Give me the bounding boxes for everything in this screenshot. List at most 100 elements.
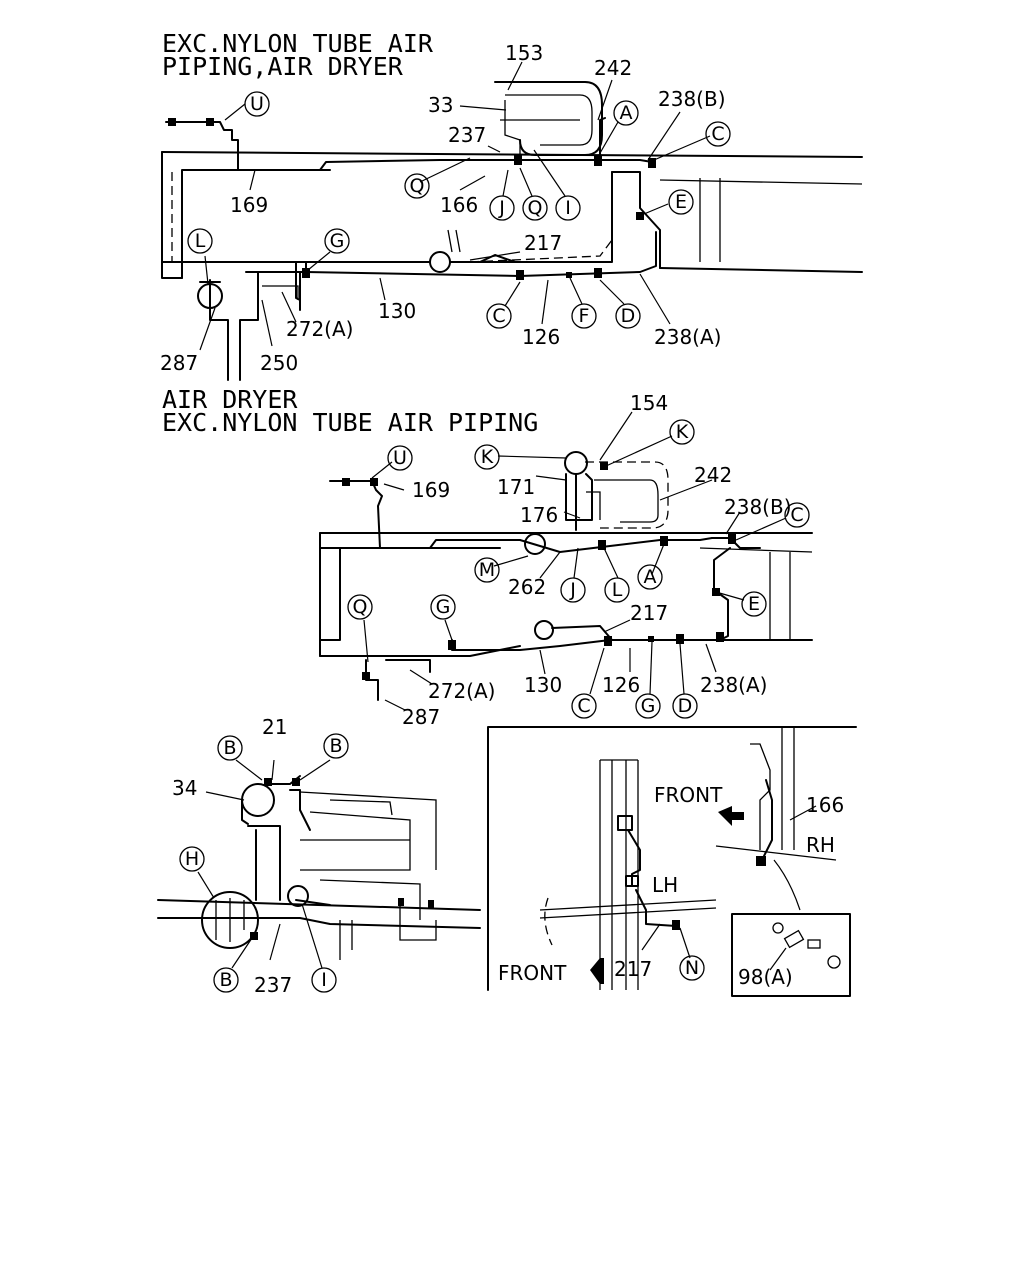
svg-text:H: H: [185, 848, 199, 870]
svg-text:A: A: [644, 566, 657, 588]
mid-label-287: 287: [402, 705, 440, 729]
top-callout-l: L: [187, 228, 213, 254]
top-callout-a: A: [613, 100, 639, 126]
top-label-287: 287: [160, 351, 198, 375]
svg-text:U: U: [393, 447, 407, 469]
top-label-272a: 272(A): [286, 317, 353, 341]
top-callout-e: E: [668, 189, 694, 215]
svg-text:L: L: [195, 230, 206, 252]
top-label-250: 250: [260, 351, 298, 375]
svg-text:D: D: [621, 305, 636, 327]
svg-text:M: M: [479, 559, 495, 581]
mid-label-238a: 238(A): [700, 673, 767, 697]
top-callout-c-upper: C: [705, 121, 731, 147]
svg-text:A: A: [620, 102, 633, 124]
svg-text:G: G: [641, 695, 656, 717]
top-heading-line2: PIPING,AIR DRYER: [162, 52, 404, 81]
front-arrow-upper-icon: [718, 806, 744, 826]
top-label-217: 217: [524, 231, 562, 255]
svg-text:J: J: [498, 197, 505, 219]
mid-label-130: 130: [524, 673, 562, 697]
mid-callout-k-left: K: [474, 444, 500, 470]
svg-text:C: C: [790, 504, 803, 526]
inset-label-166: 166: [806, 793, 844, 817]
svg-text:K: K: [676, 421, 689, 443]
bl-callout-b-bottom: B: [213, 967, 239, 993]
svg-text:B: B: [223, 737, 236, 759]
mid-heading-line2: EXC.NYLON TUBE AIR PIPING: [162, 408, 538, 437]
bl-callout-i: I: [311, 967, 337, 993]
svg-text:K: K: [481, 446, 494, 468]
mid-callout-g-right: G: [635, 693, 661, 719]
svg-text:I: I: [565, 197, 571, 219]
mid-heading-line1: AIR DRYER: [162, 385, 298, 414]
top-label-237: 237: [448, 123, 486, 147]
svg-text:I: I: [321, 969, 327, 991]
svg-text:Q: Q: [353, 596, 368, 618]
mid-label-262: 262: [508, 575, 546, 599]
top-callout-f: F: [571, 303, 597, 329]
svg-text:C: C: [492, 305, 505, 327]
top-label-242: 242: [594, 56, 632, 80]
top-callout-g: G: [324, 228, 350, 254]
inset-view: FRONT FRONT LH RH 166 217 98(A) N: [487, 726, 857, 997]
mid-callout-l: L: [604, 577, 630, 603]
svg-text:N: N: [685, 957, 699, 979]
svg-text:U: U: [250, 93, 264, 115]
svg-text:G: G: [330, 230, 345, 252]
bl-label-34: 34: [172, 776, 197, 800]
top-callout-u: U: [244, 91, 270, 117]
inset-label-217: 217: [614, 957, 652, 981]
svg-text:J: J: [569, 579, 576, 601]
mid-label-171: 171: [497, 475, 535, 499]
top-label-153: 153: [505, 41, 543, 65]
inset-callout-n: N: [679, 955, 705, 981]
top-label-166: 166: [440, 193, 478, 217]
svg-text:D: D: [678, 695, 693, 717]
mid-callout-k-right: K: [669, 419, 695, 445]
mid-label-126: 126: [602, 673, 640, 697]
mid-callout-g-left: G: [430, 594, 456, 620]
mid-callout-j: J: [560, 577, 586, 603]
svg-text:E: E: [675, 191, 687, 213]
svg-text:Q: Q: [528, 197, 543, 219]
top-callout-d: D: [615, 303, 641, 329]
svg-text:L: L: [612, 579, 623, 601]
top-label-130: 130: [378, 299, 416, 323]
svg-text:F: F: [579, 305, 590, 327]
mid-label-217: 217: [630, 601, 668, 625]
bl-label-237: 237: [254, 973, 292, 997]
mid-callout-m: M: [474, 557, 500, 583]
svg-text:C: C: [577, 695, 590, 717]
mid-label-176: 176: [520, 503, 558, 527]
bl-callout-b-right: B: [323, 733, 349, 759]
inset-rh-label: RH: [806, 833, 835, 857]
top-heading-line1: EXC.NYLON TUBE AIR: [162, 29, 434, 58]
inset-front-lower: FRONT: [498, 961, 567, 985]
svg-text:G: G: [436, 596, 451, 618]
top-label-126: 126: [522, 325, 560, 349]
top-callout-q-right: Q: [522, 195, 548, 221]
mid-callout-c-lower: C: [571, 693, 597, 719]
svg-text:C: C: [711, 123, 724, 145]
mid-callout-q: Q: [347, 594, 373, 620]
middle-view: AIR DRYER EXC.NYLON TUBE AIR PIPING: [162, 385, 813, 729]
mid-callout-c-upper: C: [784, 502, 810, 528]
mid-label-154: 154: [630, 391, 668, 415]
mid-callout-a: A: [637, 564, 663, 590]
svg-text:E: E: [748, 593, 760, 615]
front-arrow-lower-icon: [590, 958, 604, 984]
top-callout-c-lower: C: [486, 303, 512, 329]
inset-front-upper: FRONT: [654, 783, 723, 807]
top-label-238a: 238(A): [654, 325, 721, 349]
mid-label-238b: 238(B): [724, 495, 792, 519]
svg-text:B: B: [219, 969, 232, 991]
top-callout-j: J: [489, 195, 515, 221]
bl-callout-b-left: B: [217, 735, 243, 761]
svg-text:Q: Q: [410, 175, 425, 197]
bl-label-21: 21: [262, 715, 287, 739]
mid-label-169: 169: [412, 478, 450, 502]
top-callout-q-left: Q: [404, 173, 430, 199]
mid-callout-u: U: [387, 445, 413, 471]
